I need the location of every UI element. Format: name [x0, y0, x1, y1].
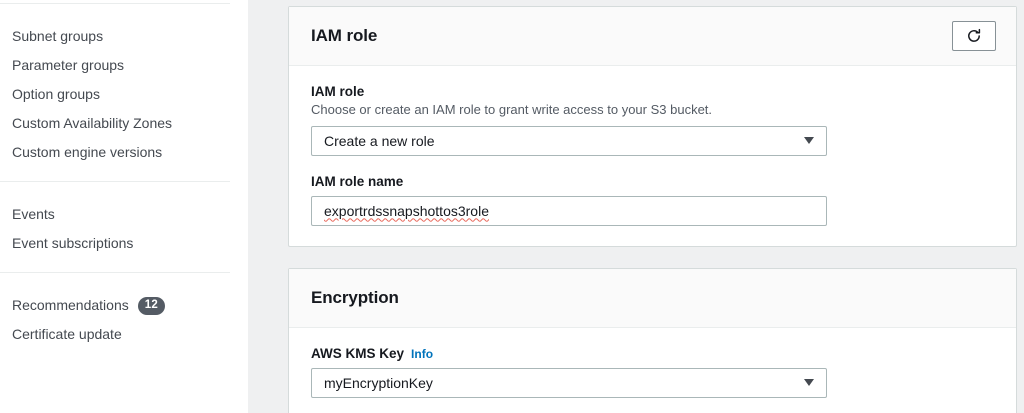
iam-role-name-input-value: exportrdssnapshottos3role: [324, 202, 489, 219]
iam-role-name-input[interactable]: exportrdssnapshottos3role: [311, 195, 827, 226]
left-navigation-sidebar: Subnet groups Parameter groups Option gr…: [0, 0, 248, 413]
sidebar-item-custom-availability-zones[interactable]: Custom Availability Zones: [0, 109, 248, 138]
iam-role-select-value: Create a new role: [324, 132, 435, 149]
refresh-button[interactable]: [952, 21, 996, 51]
sidebar-item-event-subscriptions[interactable]: Event subscriptions: [0, 229, 248, 258]
sidebar-item-recommendations[interactable]: Recommendations 12: [0, 291, 248, 320]
sidebar-item-label: Subnet groups: [12, 28, 104, 44]
sidebar-item-label: Recommendations: [12, 297, 129, 313]
iam-role-name-label-text: IAM role name: [311, 173, 404, 189]
encryption-card-title: Encryption: [311, 287, 399, 307]
encryption-card-header: Encryption: [289, 268, 1016, 328]
sidebar-divider-2: [0, 272, 230, 273]
sidebar-item-label: Events: [12, 206, 55, 222]
aws-kms-key-label-text: AWS KMS Key: [311, 345, 405, 361]
info-link[interactable]: Info: [411, 346, 434, 361]
chevron-down-icon: [804, 379, 814, 387]
sidebar-item-label: Custom engine versions: [12, 144, 163, 160]
iam-role-field-label: IAM role: [311, 84, 994, 99]
iam-role-name-field-label: IAM role name: [311, 174, 994, 189]
sidebar-item-parameter-groups[interactable]: Parameter groups: [0, 51, 248, 80]
iam-role-card-header: IAM role: [289, 7, 1016, 66]
iam-role-name-field: IAM role name exportrdssnapshottos3role: [311, 174, 994, 226]
sidebar-item-certificate-update[interactable]: Certificate update: [0, 320, 248, 349]
refresh-icon: [966, 28, 982, 44]
iam-role-field-description: Choose or create an IAM role to grant wr…: [311, 102, 713, 117]
sidebar-item-custom-engine-versions[interactable]: Custom engine versions: [0, 138, 248, 167]
sidebar-item-label: Parameter groups: [12, 57, 125, 73]
main-content-area: IAM role IAM role Choose or create an IA…: [248, 0, 1024, 413]
sidebar-item-label: Custom Availability Zones: [12, 115, 173, 131]
iam-role-card-title: IAM role: [311, 26, 378, 45]
aws-kms-key-field: AWS KMS Key Info myEncryptionKey: [311, 346, 994, 398]
sidebar-item-option-groups[interactable]: Option groups: [0, 80, 248, 109]
aws-kms-key-select-value: myEncryptionKey: [324, 374, 433, 391]
recommendations-count-badge: 12: [137, 296, 165, 315]
iam-role-card-body: IAM role Choose or create an IAM role to…: [289, 66, 1016, 246]
sidebar-group-1: Subnet groups Parameter groups Option gr…: [0, 4, 248, 177]
iam-role-field: IAM role Choose or create an IAM role to…: [311, 84, 994, 156]
chevron-down-icon: [804, 137, 814, 145]
iam-role-label-text: IAM role: [311, 84, 365, 99]
encryption-card: Encryption AWS KMS Key Info myEncryption…: [288, 267, 1017, 413]
sidebar-item-subnet-groups[interactable]: Subnet groups: [0, 22, 248, 51]
encryption-card-body: AWS KMS Key Info myEncryptionKey: [289, 328, 1016, 413]
aws-kms-key-select[interactable]: myEncryptionKey: [311, 367, 827, 398]
sidebar-divider-1: [0, 181, 230, 182]
sidebar-group-2: Events Event subscriptions: [0, 186, 248, 268]
sidebar-item-label: Event subscriptions: [12, 235, 134, 251]
sidebar-item-label: Certificate update: [12, 326, 122, 342]
iam-role-select[interactable]: Create a new role: [311, 125, 827, 156]
sidebar-item-events[interactable]: Events: [0, 200, 248, 229]
sidebar-top-divider: [0, 3, 230, 4]
sidebar-item-label: Option groups: [12, 86, 100, 102]
aws-kms-key-field-label: AWS KMS Key Info: [311, 346, 994, 361]
sidebar-group-3: Recommendations 12 Certificate update: [0, 277, 248, 359]
iam-role-card: IAM role IAM role Choose or create an IA…: [288, 6, 1017, 247]
